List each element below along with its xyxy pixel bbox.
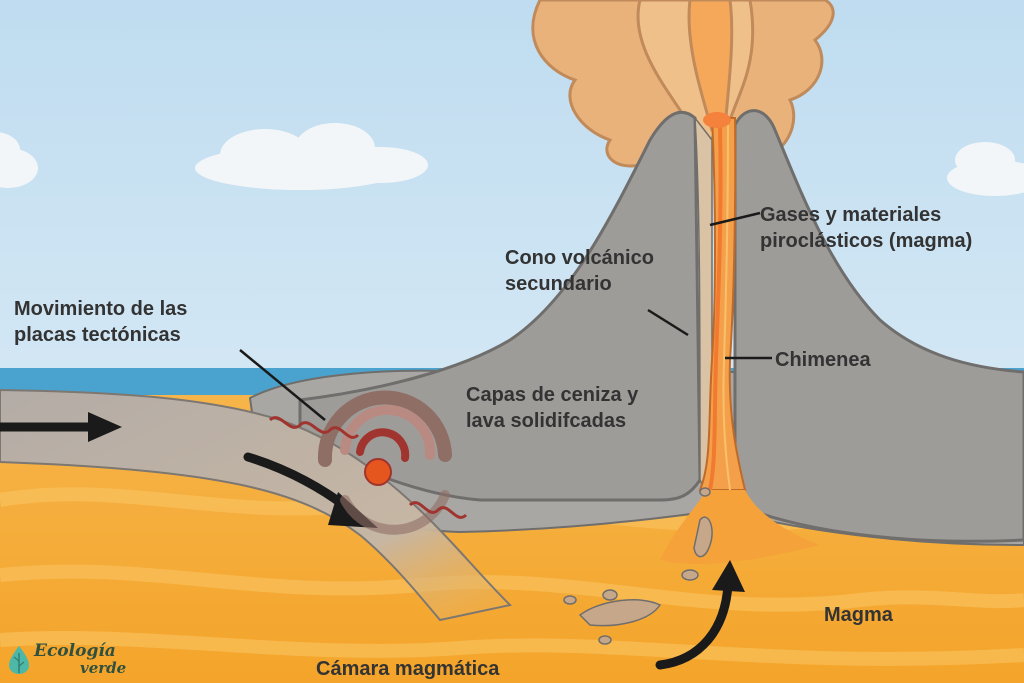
label-line: Chimenea [775, 349, 871, 371]
leaf-drop-icon [9, 646, 29, 674]
label-magma: Magma [824, 602, 893, 628]
label-line: Gases y materiales [760, 204, 942, 226]
leader-lines [239, 211, 772, 421]
tremor-lines-icon [268, 416, 468, 519]
label-chimney: Chimenea [775, 347, 871, 373]
logo-word-verde: verde [80, 659, 127, 677]
label-tectonic-plates: Movimiento de las placas tectónicas [14, 296, 187, 348]
ecologia-verde-logo: Ecología verde [8, 641, 148, 681]
label-line: placas tectónicas [14, 324, 181, 346]
label-magma-chamber: Cámara magmática [316, 656, 499, 682]
magma-flow-arrow-icon [655, 560, 745, 670]
label-line: Magma [824, 604, 893, 626]
label-line: Movimiento de las [14, 298, 188, 320]
label-line: Cono volcánico [505, 247, 654, 269]
magma-blobs [563, 487, 713, 645]
cloud-icon [0, 132, 38, 188]
logo-word-ecologia: Ecología [34, 641, 116, 661]
oceanic-plate [0, 388, 513, 622]
cloud-icon [195, 123, 428, 190]
crater-glow [703, 112, 731, 128]
label-line: piroclásticos (magma) [760, 230, 973, 252]
label-line: lava solidifcadas [466, 410, 627, 432]
cloud-icon [947, 142, 1024, 196]
label-line: secundario [505, 273, 612, 295]
epicenter-icon [364, 458, 392, 486]
label-secondary-cone: Cono volcánico secundario [505, 245, 654, 297]
label-ash-lava-layers: Capas de ceniza y lava solidifcadas [466, 382, 638, 434]
lava-flow [722, 124, 731, 491]
label-gases: Gases y materiales piroclásticos (magma) [760, 202, 972, 254]
label-line: Cámara magmática [316, 658, 500, 680]
label-line: Capas de ceniza y [466, 384, 639, 406]
lava-flow [708, 124, 723, 491]
plate-motion-arrow-icon [0, 412, 122, 442]
secondary-cone [694, 115, 713, 492]
